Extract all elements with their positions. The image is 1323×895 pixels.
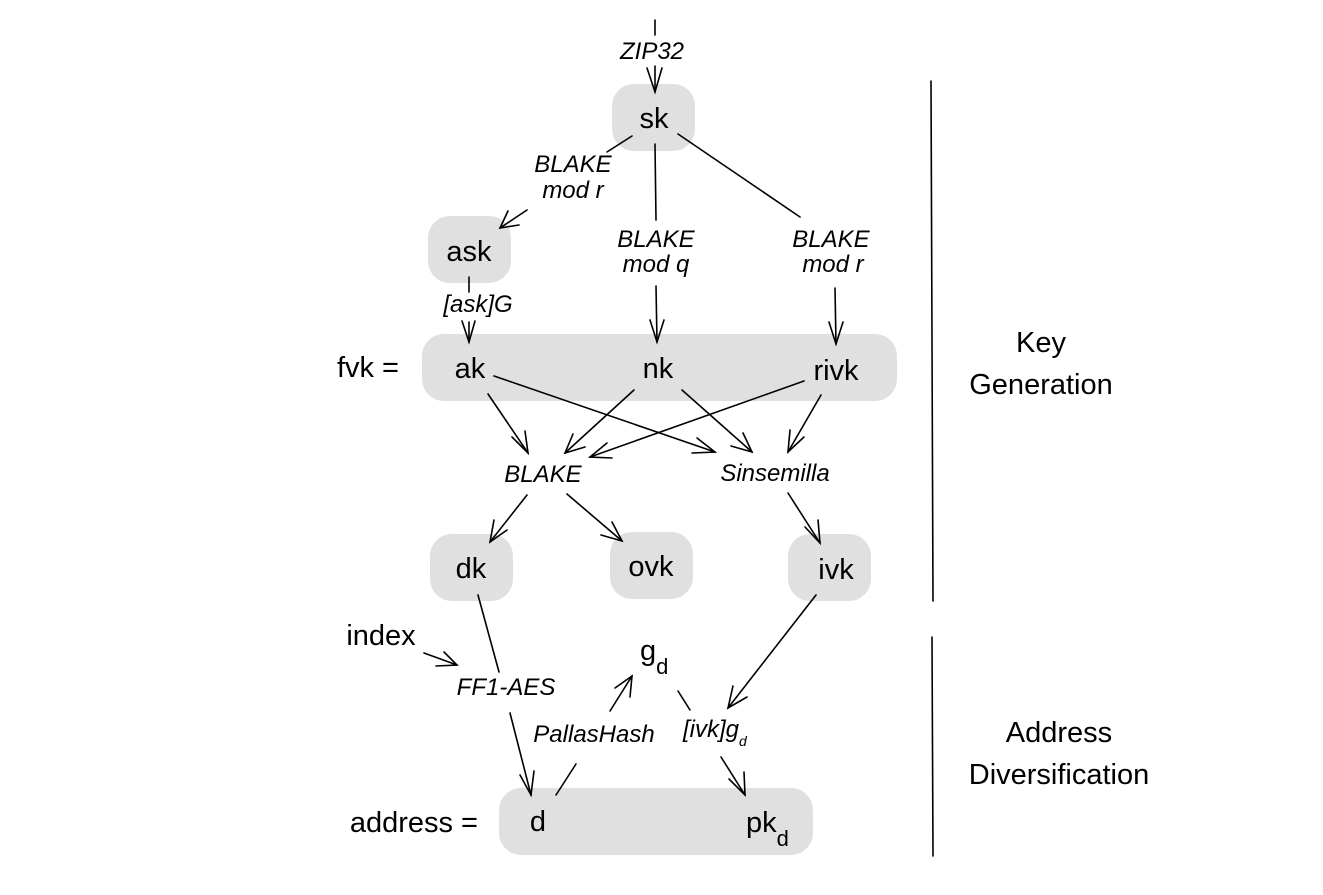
- section-address-line2: Diversification: [969, 759, 1150, 791]
- section-key-line1: Key: [1016, 327, 1066, 359]
- edge-rivk-blake: [589, 380, 805, 458]
- op-blake-modr-left-line2: mod r: [542, 177, 604, 204]
- edge-blake-right-rivk: [834, 287, 837, 345]
- ivk-node: [788, 534, 871, 601]
- node-nk-label: nk: [643, 353, 674, 385]
- arrowhead-sinsemilla-from-nk: [730, 432, 754, 454]
- node-sk-label: sk: [640, 103, 670, 135]
- edge-blake-left-ask: [499, 209, 528, 229]
- label-fvk: fvk =: [337, 352, 399, 384]
- arrowhead-ovk: [600, 521, 624, 543]
- op-blake-modr-left-line1: BLAKE: [534, 151, 612, 178]
- arrowhead-dk: [488, 519, 508, 544]
- edge-nk-blake: [564, 389, 635, 454]
- edge-ff1aes-d: [509, 712, 532, 796]
- node-gd-base: g: [640, 635, 656, 667]
- node-pkd-subscript: d: [777, 826, 789, 851]
- op-ivkg-base: [ivk]g: [682, 716, 740, 743]
- node-gd-subscript: d: [656, 654, 668, 679]
- arrowhead-gd: [614, 674, 633, 698]
- edge-dk-ff1aes: [477, 594, 500, 673]
- arrowhead-blake-from-nk: [563, 433, 586, 455]
- op-ff1aes: FF1-AES: [457, 674, 556, 701]
- arrowhead-ivk: [804, 519, 821, 546]
- edge-d-pallashash: [555, 763, 577, 796]
- edge-sk-blake-right: [677, 133, 801, 218]
- node-ivk-label: ivk: [818, 554, 854, 586]
- arrowhead-sinsemilla-from-ak: [691, 437, 718, 454]
- edge-sinsemilla-ivk: [787, 492, 821, 544]
- arrowhead-blake-from-ak: [511, 430, 530, 456]
- op-blake-modr-right-line1: BLAKE: [792, 226, 870, 253]
- section-address-line1: Address: [1006, 717, 1112, 749]
- arrowhead-sk: [646, 67, 663, 95]
- op-blake-modq-line2: mod q: [623, 251, 690, 278]
- op-askG: [ask]G: [442, 291, 512, 318]
- edge-pallashash-gd: [609, 675, 633, 712]
- arrowhead-ask: [498, 210, 520, 230]
- edge-ivkg-pkd: [720, 756, 746, 796]
- edge-blake-dk: [489, 494, 528, 543]
- address-node: [499, 788, 813, 855]
- op-sinsemilla: Sinsemilla: [720, 460, 829, 487]
- key-generation-divider: [930, 80, 934, 602]
- edge-nk-sinsemilla: [681, 389, 753, 453]
- op-zip32: ZIP32: [619, 38, 684, 65]
- ask-node: [428, 216, 511, 283]
- op-blake-modq-line1: BLAKE: [617, 226, 695, 253]
- ovk-node: [610, 532, 693, 599]
- sk-node: [612, 84, 695, 151]
- edges: [423, 19, 844, 798]
- node-pkd-label: pkd: [746, 807, 789, 851]
- edge-sk-blake-left: [606, 135, 633, 153]
- op-blake-modr-right-line2: mod r: [802, 251, 864, 278]
- edge-index-ff1aes: [423, 652, 458, 666]
- arrowhead-d: [519, 770, 535, 798]
- label-index: index: [346, 620, 416, 652]
- edge-sk-blake-mid: [654, 143, 657, 221]
- arrowhead-pkd: [728, 771, 746, 798]
- arrowhead-nk: [649, 319, 665, 345]
- section-key-line2: Generation: [969, 369, 1113, 401]
- edge-ak-sinsemilla: [493, 375, 716, 453]
- arrowhead-sinsemilla-from-rivk: [787, 429, 805, 455]
- dk-node: [430, 534, 513, 601]
- op-ivkg-subscript: d: [739, 733, 748, 749]
- fvk-node: [422, 334, 897, 401]
- node-ovk-label: ovk: [628, 551, 674, 583]
- op-ivkg: [ivk]gd: [682, 716, 748, 749]
- node-pkd-base: pk: [746, 807, 777, 839]
- op-pallashash: PallasHash: [533, 721, 654, 748]
- arrowhead-blake-from-rivk: [587, 442, 613, 459]
- node-ask-label: ask: [446, 236, 492, 268]
- arrowhead-ak: [461, 320, 476, 345]
- edge-ivk-ivkg: [727, 594, 817, 709]
- edge-blake-ovk: [566, 493, 623, 542]
- node-gd-label: gd: [640, 635, 668, 679]
- node-dk-label: dk: [456, 553, 487, 585]
- edge-rivk-sinsemilla: [787, 394, 822, 453]
- node-d-label: d: [530, 806, 546, 838]
- label-address: address =: [350, 807, 478, 839]
- address-diversification-divider: [931, 636, 934, 857]
- arrowhead-ivkg: [726, 685, 748, 710]
- op-blake: BLAKE: [504, 461, 582, 488]
- node-ak-label: ak: [455, 353, 486, 385]
- edge-gd-ivkg: [677, 690, 691, 711]
- arrowhead-ff1aes: [435, 651, 459, 667]
- node-rivk-label: rivk: [813, 355, 859, 387]
- edge-blake-mid-nk: [655, 285, 658, 343]
- edge-ak-blake: [487, 393, 529, 454]
- arrowhead-rivk: [828, 321, 844, 347]
